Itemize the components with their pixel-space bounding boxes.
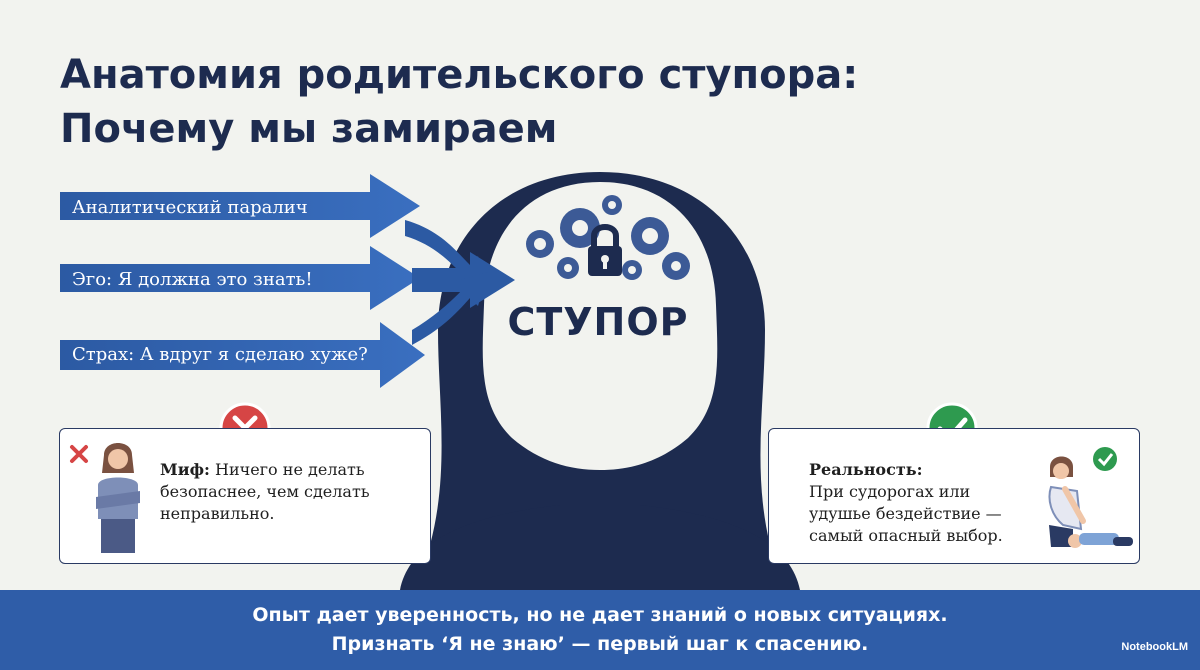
padlock-icon xyxy=(588,224,622,276)
arrow-fear xyxy=(60,322,425,388)
arrow-merge xyxy=(405,220,515,345)
gears-icon xyxy=(526,195,690,280)
stupor-word: СТУПОР xyxy=(507,300,689,344)
page-title: Анатомия родительского ступора: Почему м… xyxy=(60,48,960,156)
myth-label: Миф: xyxy=(160,460,210,479)
cause-label-fear: Страх: А вдруг я сделаю хуже? xyxy=(72,344,368,365)
woman-crossed-arms-icon xyxy=(70,443,140,553)
footer-line-2: Признать ‘Я не знаю’ — первый шаг к спас… xyxy=(331,633,869,655)
reality-label: Реальность: xyxy=(809,460,923,479)
myth-card: Миф: Ничего не делать безопаснее, чем сд… xyxy=(59,428,431,564)
reality-text: Реальность: При судорогах или удушье без… xyxy=(809,460,1003,545)
arrow-ego xyxy=(60,246,420,310)
brand-label: NotebookLM xyxy=(1121,641,1188,653)
title-line-2: Почему мы замираем xyxy=(60,106,558,152)
footer-line-1: Опыт дает уверенность, но не дает знаний… xyxy=(252,604,948,626)
head-silhouette xyxy=(400,172,800,590)
cause-label-ego: Эго: Я должна это знать! xyxy=(72,269,313,290)
title-line-1: Анатомия родительского ступора: xyxy=(60,52,859,98)
cause-label-analytical: Аналитический паралич xyxy=(72,197,308,218)
reality-card: Реальность: При судорогах или удушье без… xyxy=(768,428,1140,564)
woman-cpr-icon xyxy=(1048,447,1133,548)
myth-text: Миф: Ничего не делать безопаснее, чем сд… xyxy=(160,460,370,523)
footer-banner: Опыт дает уверенность, но не дает знаний… xyxy=(0,590,1200,670)
arrow-analytical xyxy=(60,174,420,238)
